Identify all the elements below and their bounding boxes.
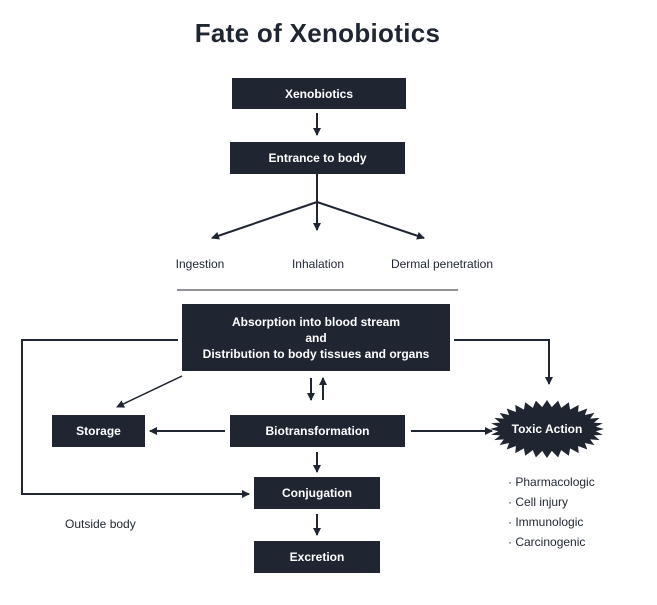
node-xenobiotics: Xenobiotics — [232, 78, 406, 109]
toxic-effects-list: Pharmacologic Cell injury Immunologic Ca… — [508, 472, 595, 552]
absorption-line3: Distribution to body tissues and organs — [202, 346, 430, 361]
toxic-effect: Pharmacologic — [508, 472, 594, 492]
node-entrance: Entrance to body — [230, 142, 405, 174]
node-conjugation: Conjugation — [254, 477, 380, 509]
node-absorption: Absorption into blood stream and Distrib… — [182, 304, 450, 371]
toxic-effect: Carcinogenic — [508, 532, 595, 552]
node-excretion: Excretion — [254, 541, 380, 573]
toxic-effect: Cell injury — [508, 492, 595, 512]
absorption-line2: and — [305, 330, 327, 345]
arrow-outside-loop — [21, 339, 250, 498]
node-storage: Storage — [52, 415, 145, 447]
route-ingestion: Ingestion — [175, 257, 225, 271]
toxic-action-starburst — [490, 400, 604, 458]
node-biotransformation: Biotransformation — [230, 415, 405, 447]
route-dermal: Dermal penetration — [390, 257, 494, 271]
outside-body-label: Outside body — [65, 517, 136, 531]
arrow-ingestion — [211, 201, 318, 240]
route-inhalation: Inhalation — [291, 257, 345, 271]
toxic-effect: Immunologic — [508, 512, 595, 532]
node-toxic-action: Toxic Action — [511, 422, 583, 436]
arrow-dermal — [316, 201, 425, 240]
arrow-to-toxic — [454, 339, 553, 385]
diagram-title: Fate of Xenobiotics — [194, 18, 441, 48]
arrow-to-storage-diag — [116, 375, 183, 408]
absorption-line1: Absorption into blood stream — [232, 314, 400, 329]
